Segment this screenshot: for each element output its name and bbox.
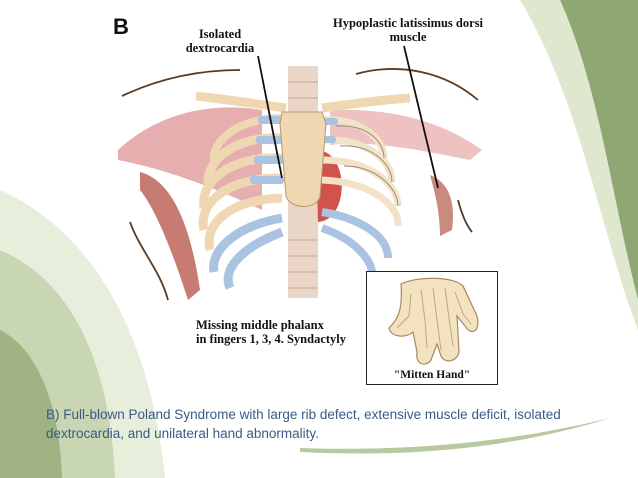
left-lower-ribs [209,213,284,290]
vertebrae [288,81,318,289]
mitten-hand-inset: "Mitten Hand" [366,271,498,385]
top-right-swoosh [560,0,638,300]
phalanx-label: Missing middle phalanx in fingers 1, 3, … [196,318,386,346]
dextrocardia-leader-line [257,55,283,179]
right-clavicle [321,93,411,113]
left-shoulder-outline [121,69,241,97]
right-pectoral-remnant [330,109,482,160]
phalanx-label-text: Missing middle phalanx in fingers 1, 3, … [196,318,347,346]
right-shoulder-outline [355,68,479,101]
latissimus-label: Hypoplastic latissimus dorsi muscle [318,16,498,44]
left-arm-outline [129,221,169,301]
bottom-left-swoosh-dark [0,330,62,478]
caption-underline-swoosh [300,418,610,454]
figure-letter: B [113,14,129,39]
hand-outline [388,277,479,365]
right-arm-outline [457,199,473,233]
sternum [279,111,327,207]
latissimus-label-text: Hypoplastic latissimus dorsi muscle [332,16,484,44]
mitten-hand-caption: "Mitten Hand" [393,369,471,381]
latissimus-leader-line [403,45,439,189]
dextrocardia-label-text: Isolated dextrocardia [185,27,255,55]
left-latissimus-muscle [140,172,200,300]
right-rib-outlines [335,125,399,207]
hand-bones [396,287,472,351]
mitten-hand-illustration [388,277,479,365]
slide-caption: B) Full-blown Poland Syndrome with large… [46,407,561,441]
dextrocardia-label: Isolated dextrocardia [176,27,264,55]
right-latissimus-hypoplastic [430,175,454,236]
left-clavicle [195,91,287,113]
top-right-swoosh-light [520,0,638,330]
